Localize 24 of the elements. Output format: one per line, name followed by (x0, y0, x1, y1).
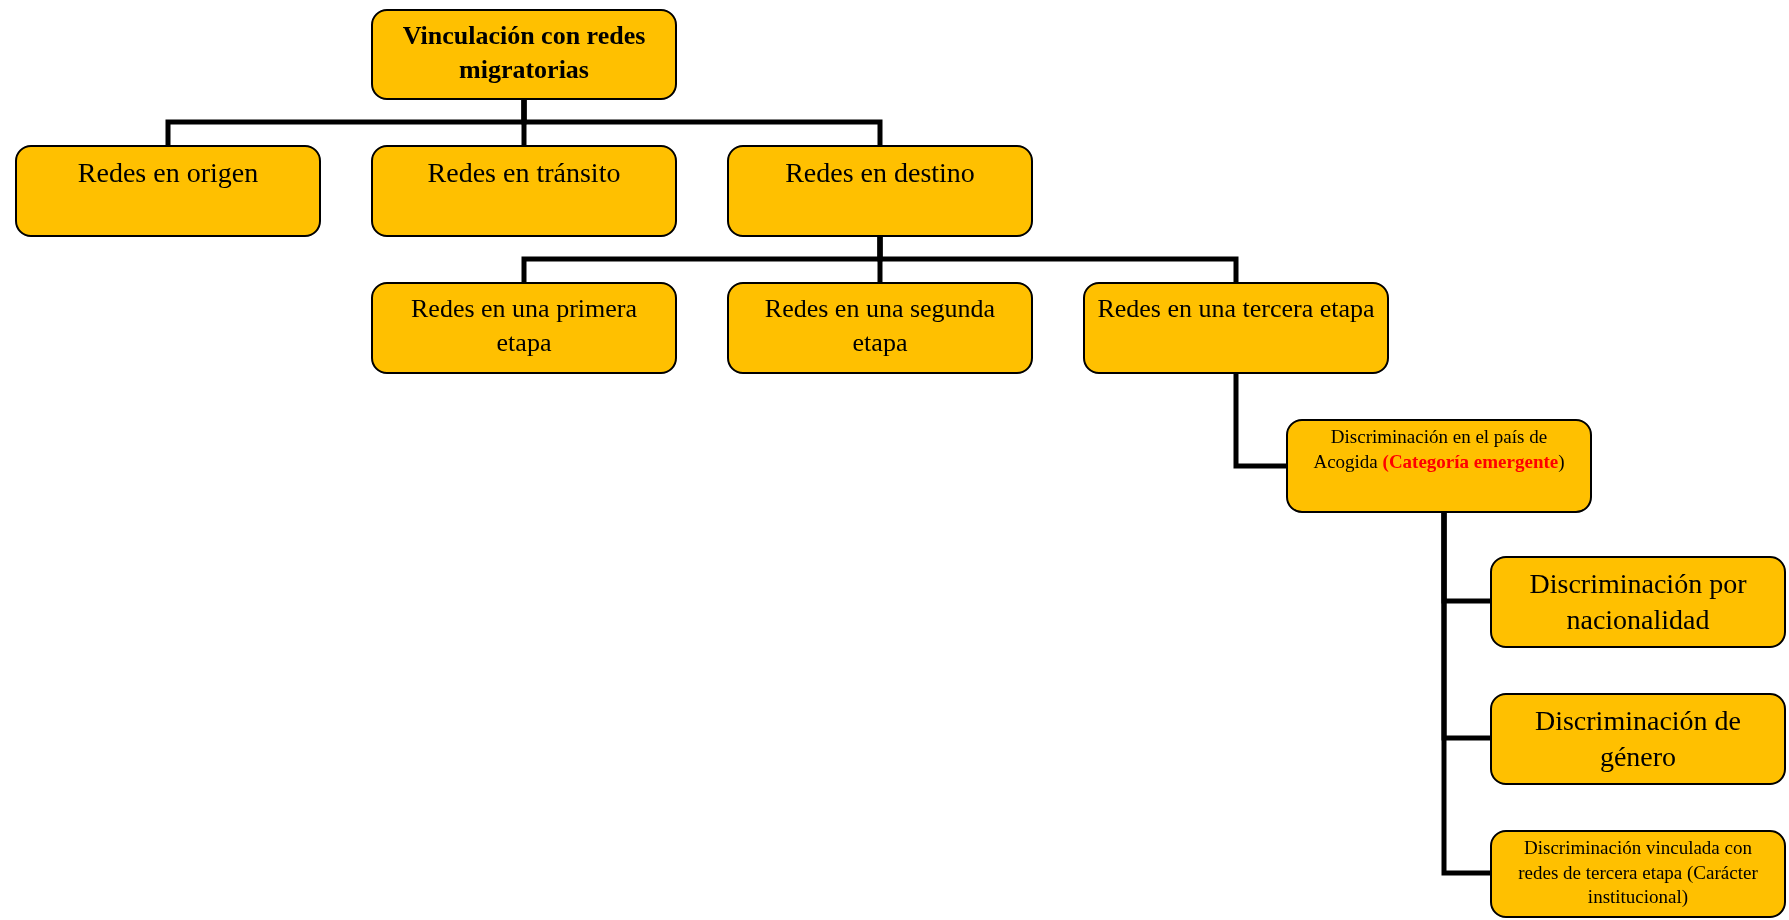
node-text: Redes en una segunda etapa (763, 293, 997, 359)
rounded-box (1490, 693, 1786, 785)
connector-line (877, 234, 1239, 285)
rounded-box (1490, 830, 1786, 918)
node-text: Redes en tránsito (426, 156, 622, 190)
node-text: Redes en una tercera etapa (1096, 293, 1376, 325)
node-text: Vinculación con redes migratorias (401, 20, 647, 86)
rounded-box (1083, 282, 1389, 374)
node-text: Redes en destino (784, 156, 976, 190)
node-text: Discriminación por nacionalidad (1528, 567, 1748, 638)
rounded-box (1490, 556, 1786, 648)
rounded-box (371, 145, 677, 237)
rounded-box (371, 9, 677, 100)
rounded-box (727, 145, 1033, 237)
rounded-box (371, 282, 677, 374)
rounded-box (15, 145, 321, 237)
rounded-box (1286, 419, 1592, 513)
connector-line (521, 97, 883, 148)
node-text: Discriminación vinculada con redes de tercera etapa (Carácter institucional) (1517, 836, 1759, 910)
node-text: Discriminación de género (1533, 704, 1743, 775)
node-text: Discriminación en el país de Acogida (Categoría emergente) (1312, 425, 1566, 474)
node-text: Redes en una primera etapa (410, 293, 638, 359)
rounded-box (727, 282, 1033, 374)
node-text: Redes en origen (76, 156, 260, 190)
